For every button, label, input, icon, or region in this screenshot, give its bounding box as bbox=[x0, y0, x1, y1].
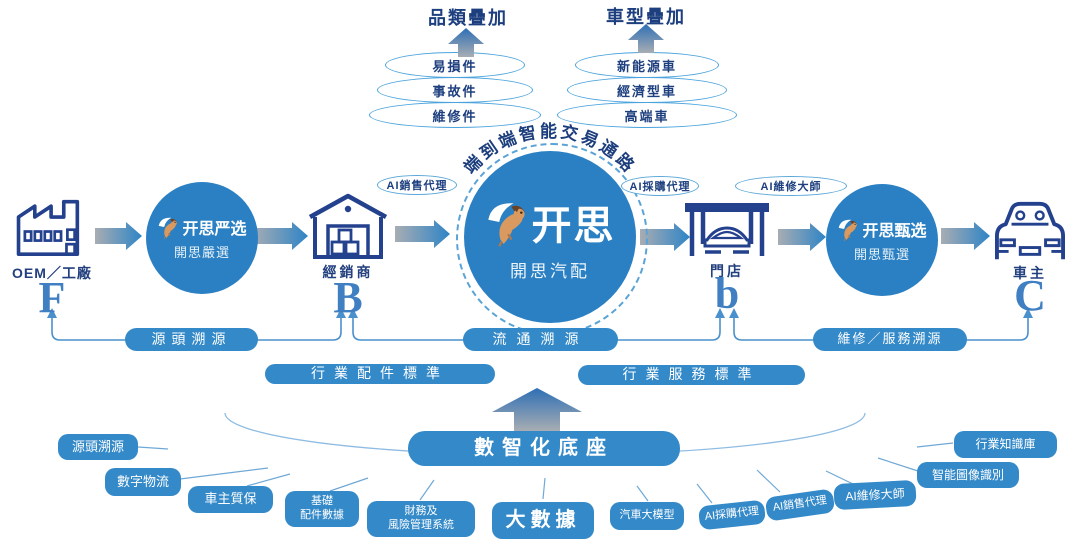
capability-pill: 智能圖像識別 bbox=[917, 462, 1019, 488]
flow-arrow-1 bbox=[95, 222, 142, 250]
capability-pill: 行業知識庫 bbox=[954, 431, 1057, 458]
trace-pill-source: 源頭溯源 bbox=[125, 328, 258, 351]
model-stack-title: 車型疊加 bbox=[606, 7, 686, 27]
category-ellipse-repair-parts: 維修件 bbox=[369, 102, 541, 128]
flow-arrow-2 bbox=[252, 222, 308, 250]
up-arrow-model bbox=[628, 24, 664, 53]
owner-letter: C bbox=[1014, 271, 1046, 320]
dealer-label: 經銷商 bbox=[322, 264, 374, 280]
trace-pill-service: 維修／服務溯源 bbox=[813, 328, 967, 351]
up-arrow-category bbox=[448, 28, 484, 57]
dealer-letter: B bbox=[333, 273, 363, 322]
pegasus-icon bbox=[837, 217, 859, 241]
store-label: 門店 bbox=[710, 263, 744, 279]
factory-label: OEM／工廠 bbox=[12, 265, 92, 281]
kaisi-brand-subtitle: 開思汽配 bbox=[510, 261, 590, 281]
flow-arrow-3 bbox=[395, 220, 450, 248]
kaisi-brand-name: 开思 bbox=[531, 203, 616, 248]
ai-sales-agent-label: AI銷售代理 bbox=[377, 175, 457, 195]
capability-pill: 汽車大模型 bbox=[610, 502, 684, 530]
capability-pill: 車主質保 bbox=[188, 486, 273, 513]
trace-pill-circulation: 流通溯源 bbox=[463, 328, 618, 351]
premium-selection-line2: 開思甄選 bbox=[853, 247, 910, 262]
standard-pill-parts: 行業配件標準 bbox=[265, 364, 495, 384]
capability-connectors bbox=[137, 442, 954, 504]
capability-pill: 財務及 風險管理系統 bbox=[367, 501, 475, 537]
flow-arrow-6 bbox=[941, 222, 990, 250]
category-stack-title: 品類疊加 bbox=[428, 8, 508, 28]
capability-pill: 源頭溯源 bbox=[58, 434, 138, 460]
warehouse-icon bbox=[308, 193, 388, 259]
store-letter: b bbox=[714, 269, 740, 318]
capability-pill: 數字物流 bbox=[105, 468, 181, 496]
ai-purchase-agent-label: AI採購代理 bbox=[621, 176, 699, 196]
model-ellipse-nev: 新能源車 bbox=[575, 52, 719, 78]
up-arrow-base bbox=[492, 388, 582, 431]
car-icon bbox=[995, 201, 1065, 260]
strict-selection-line1: 开思严选 bbox=[182, 221, 247, 238]
premium-selection-line1: 开思甄选 bbox=[862, 223, 927, 240]
standard-pill-service: 行業服務標準 bbox=[578, 365, 805, 385]
flow-arrow-4 bbox=[640, 223, 690, 251]
kaisi-center-circle: 开思 開思汽配 bbox=[464, 151, 636, 323]
capability-pill: AI維修大師 bbox=[833, 479, 917, 511]
model-ellipse-highend: 高端車 bbox=[557, 102, 737, 128]
capability-pill: 大數據 bbox=[492, 502, 594, 539]
pegasus-icon bbox=[157, 215, 179, 239]
capability-pill: 基礎 配件數據 bbox=[285, 491, 359, 527]
garage-icon bbox=[685, 203, 769, 256]
strict-selection-line2: 開思嚴選 bbox=[173, 245, 230, 260]
trace-arrowheads bbox=[47, 308, 1033, 318]
pegasus-icon bbox=[485, 197, 529, 247]
ai-repair-master-label: AI維修大師 bbox=[735, 176, 847, 196]
factory-letter: F bbox=[38, 273, 66, 322]
owner-label: 車主 bbox=[1013, 265, 1047, 281]
kaisi-strict-selection-circle: 开思严选 開思嚴選 bbox=[146, 182, 258, 294]
kaisi-premium-selection-circle: 开思甄选 開思甄選 bbox=[826, 184, 938, 296]
flow-arrow-5 bbox=[778, 223, 826, 251]
digital-base-pill: 數智化底座 bbox=[408, 431, 680, 466]
factory-icon bbox=[16, 199, 80, 256]
